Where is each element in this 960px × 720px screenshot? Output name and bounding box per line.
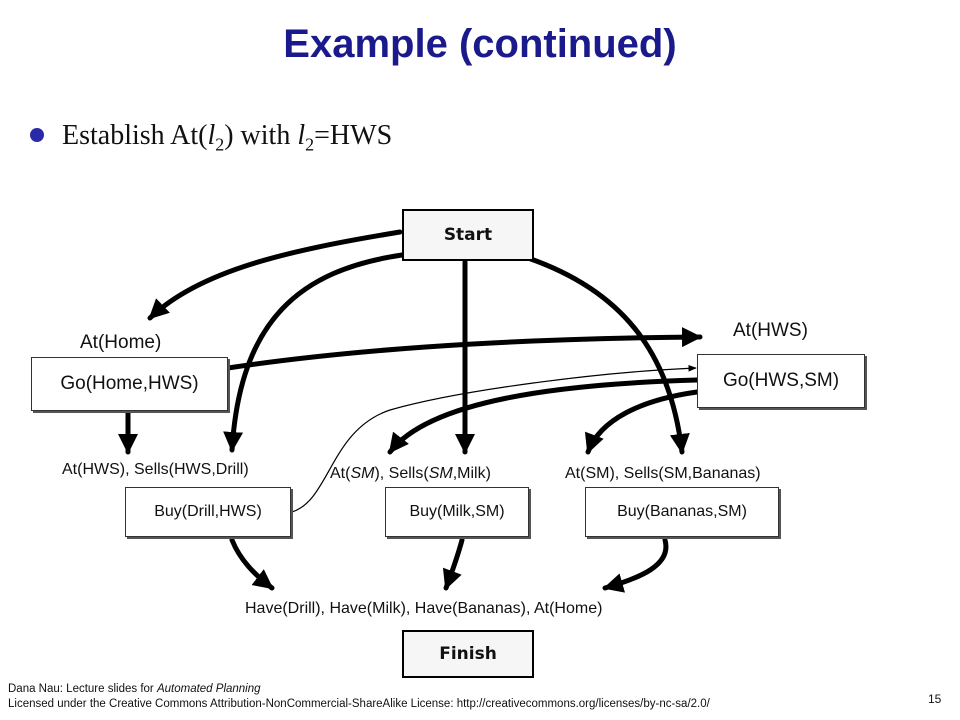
edge-go-hws-to-buy-bananas xyxy=(584,389,700,455)
label-pre-milk: At(SM), Sells(SM,Milk) xyxy=(330,465,491,483)
bullet-prefix: Establish At( xyxy=(62,120,208,151)
node-buy-bananas: Buy(Bananas,SM) xyxy=(585,487,779,537)
bullet-var2: l xyxy=(297,120,306,151)
bullet-mid: ) with xyxy=(224,120,298,151)
footer-line2: Licensed under the Creative Commons Attr… xyxy=(8,698,710,710)
label-pre-milk-c: ), Sells( xyxy=(374,465,429,482)
label-pre-milk-a: At( xyxy=(330,465,351,482)
finish-node: Finish xyxy=(402,630,534,678)
label-at-hws: At(HWS) xyxy=(733,320,808,341)
label-goal: Have(Drill), Have(Milk), Have(Bananas), … xyxy=(245,600,603,617)
node-go-hws-sm: Go(HWS,SM) xyxy=(697,354,865,408)
bullet-suffix: =HWS xyxy=(314,120,393,151)
node-go-home-hws: Go(Home,HWS) xyxy=(31,357,228,411)
label-pre-milk-d: SM xyxy=(428,465,453,482)
edge-start-to-buy-bananas xyxy=(525,255,690,455)
slide-title: Example (continued) xyxy=(283,22,677,66)
bullet-dot-icon xyxy=(30,127,44,142)
label-pre-drill: At(HWS), Sells(HWS,Drill) xyxy=(62,461,249,478)
bullet-var1: l xyxy=(207,120,216,151)
label-pre-milk-b: SM xyxy=(350,465,375,482)
page-number: 15 xyxy=(928,692,942,706)
edge-start-to-go-home xyxy=(147,229,403,321)
edge-start-to-buy-drill xyxy=(223,252,405,453)
footer-credits: Dana Nau: Lecture slides for Automated P… xyxy=(8,682,710,712)
label-pre-bananas: At(SM), Sells(SM,Bananas) xyxy=(565,465,761,482)
start-node: Start xyxy=(402,209,534,261)
footer-book-title: Automated Planning xyxy=(156,683,261,695)
node-buy-milk: Buy(Milk,SM) xyxy=(385,487,529,537)
footer-line1: Dana Nau: Lecture slides for Automated P… xyxy=(8,682,710,697)
edge-buy-drill-to-finish xyxy=(229,537,275,591)
edge-buy-bananas-to-finish xyxy=(602,537,669,593)
footer-line1-prefix: Dana Nau: Lecture slides for xyxy=(8,683,157,695)
edge-buy-milk-to-finish xyxy=(442,537,465,591)
causal-link-thin xyxy=(291,364,697,513)
node-buy-drill: Buy(Drill,HWS) xyxy=(125,487,291,537)
bullet-sub1: 2 xyxy=(215,134,225,155)
label-pre-milk-e: ,Milk) xyxy=(452,465,491,482)
bullet-item: Establish At(l2) with l2=HWS xyxy=(30,120,392,156)
bullet-sub2: 2 xyxy=(305,134,315,155)
label-at-home: At(Home) xyxy=(80,332,162,353)
edge-go-hws-to-buy-milk xyxy=(387,377,700,455)
